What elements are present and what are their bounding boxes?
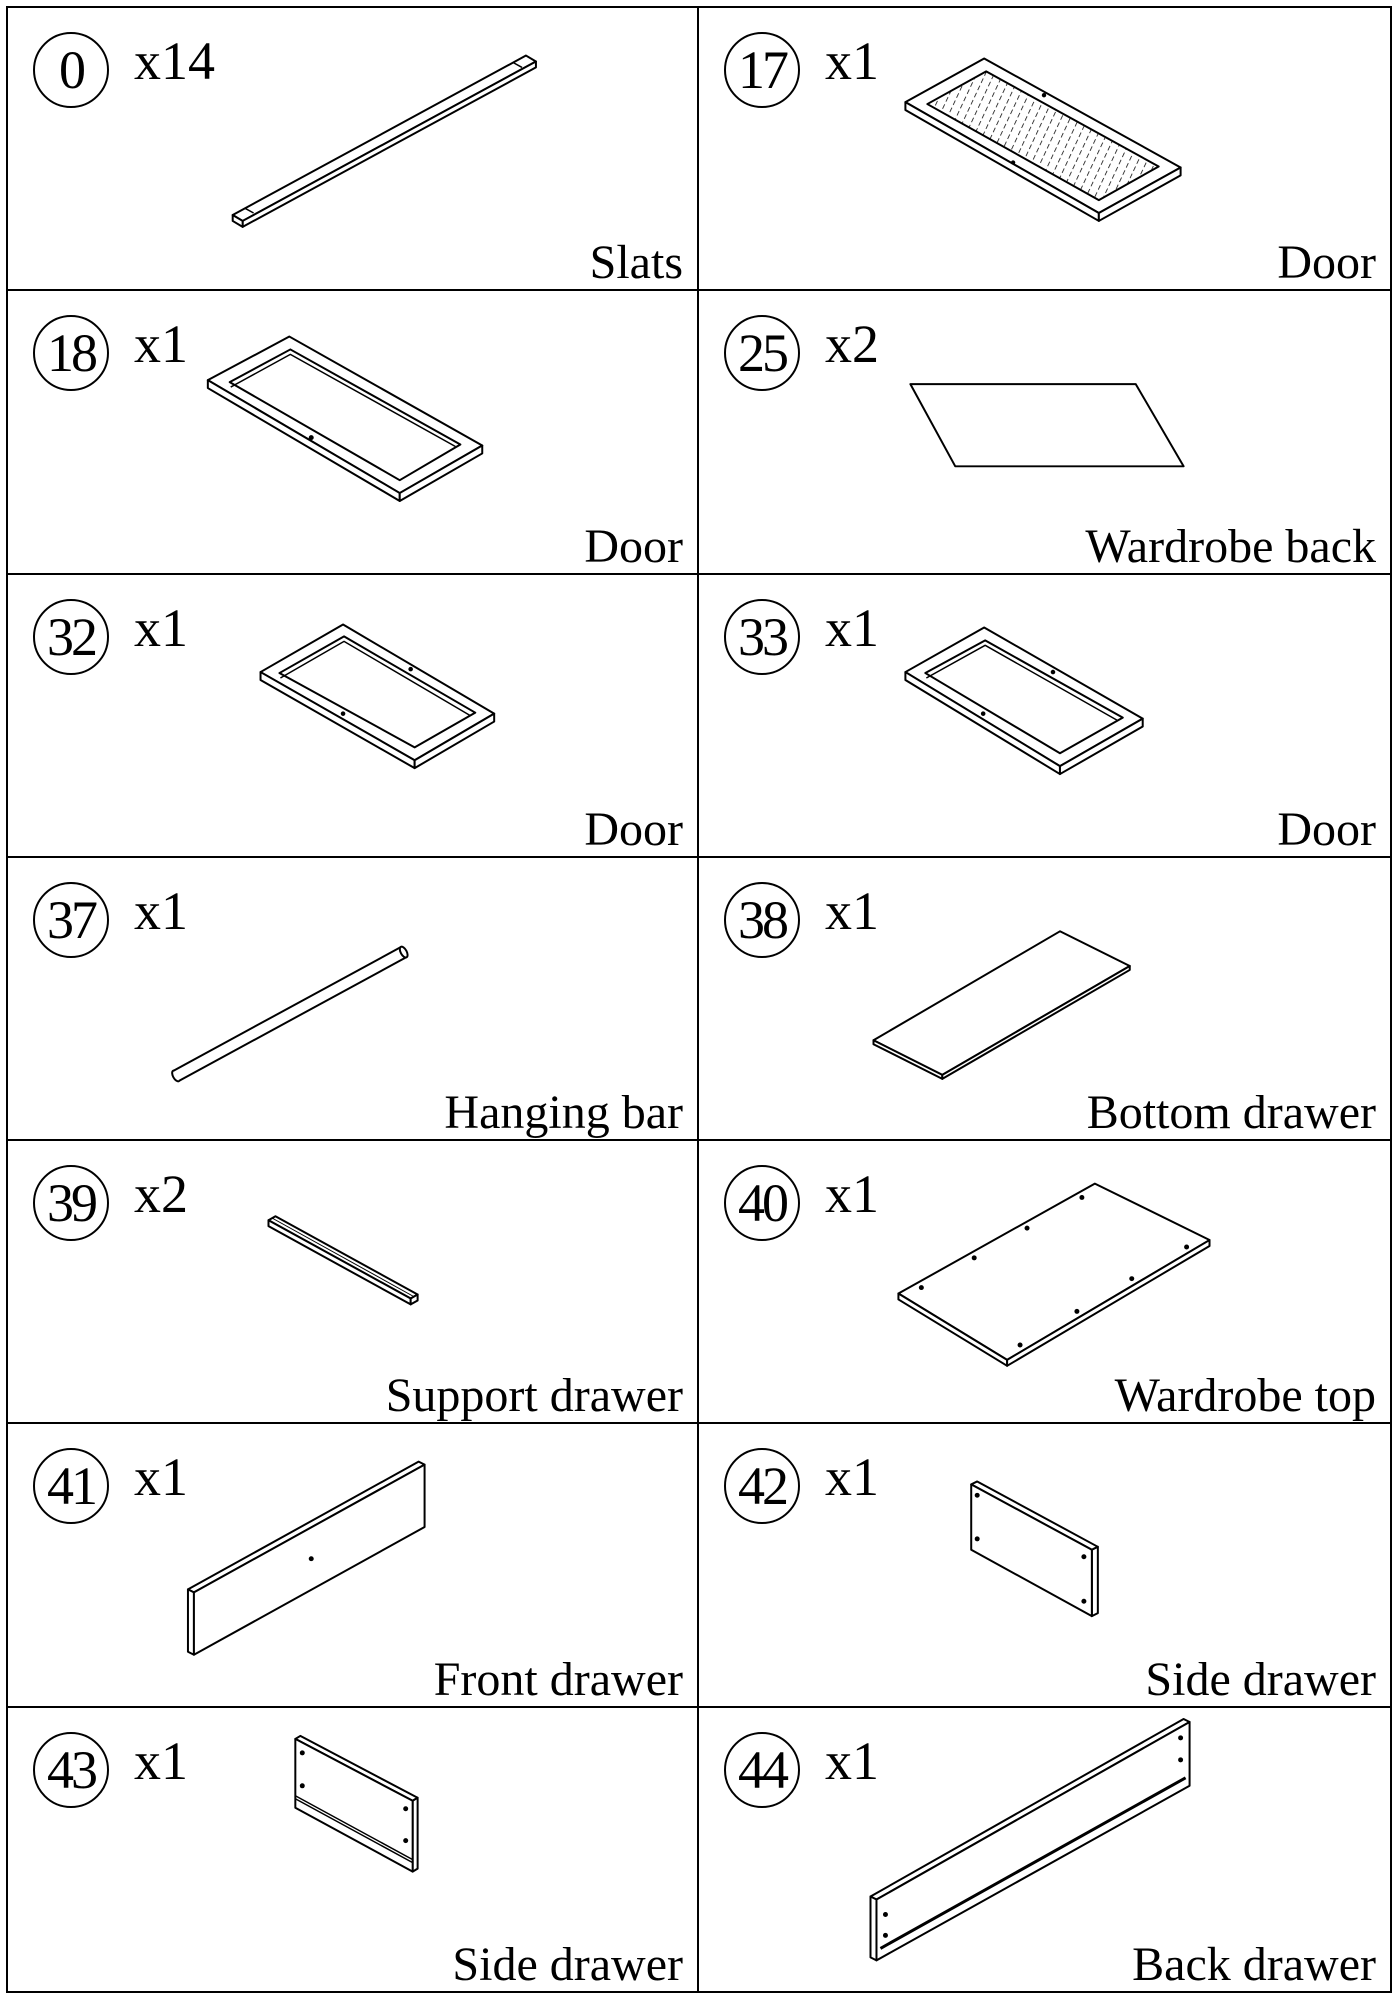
part-label: Wardrobe top [1114,1369,1376,1423]
part-number-badge: 40 [724,1165,800,1242]
part-number-badge: 0 [33,32,109,108]
side-panel-icon [294,1734,419,1873]
part-label: Door [584,802,683,856]
part-quantity: x1 [134,1730,188,1791]
part-cell-18: 18 x1 Door [8,291,699,575]
slat-icon [231,54,537,228]
part-label: Door [1277,236,1376,290]
part-quantity: x1 [825,880,879,941]
part-number-badge: 33 [724,598,800,675]
part-number-badge: 38 [724,881,800,958]
sheet-panel-icon [909,383,1185,468]
part-number: 40 [738,1173,789,1234]
door-frame-icon [259,623,496,769]
part-cell-25: 25 x2 Wardrobe back [699,291,1390,575]
part-number: 41 [47,1456,98,1517]
part-quantity: x1 [134,314,188,375]
part-number: 32 [47,606,98,667]
part-quantity: x1 [825,1164,879,1225]
part-cell-42: 42 x1 Side drawer [699,1424,1390,1708]
part-number-badge: 37 [33,881,109,958]
door-frame-icon [904,626,1144,775]
front-panel-icon [186,1461,426,1657]
part-number: 18 [47,323,98,384]
part-number: 42 [738,1456,789,1517]
part-quantity: x2 [825,314,879,375]
part-number-badge: 17 [724,32,800,108]
part-number-badge: 25 [724,315,800,392]
part-number: 38 [738,889,789,950]
part-number: 17 [738,40,789,100]
part-cell-43: 43 x1 Side drawer [8,1707,699,1991]
part-cell-17: 17 x1 Door [699,8,1390,292]
part-number: 33 [738,606,789,667]
part-quantity: x1 [134,1447,188,1508]
side-panel-icon [970,1480,1099,1618]
part-cell-0: 0 x14 Slats [8,8,699,292]
part-cell-40: 40 x1 Wardrobe top [699,1141,1390,1425]
part-number: 37 [47,889,98,950]
part-number: 25 [738,323,789,384]
part-label: Front drawer [433,1652,683,1706]
part-quantity: x1 [825,597,879,658]
thin-panel-icon [872,930,1131,1080]
parts-list-sheet: 0 x14 Slats 17 x1 Door [6,6,1392,1993]
part-cell-38: 38 x1 Bottom drawer [699,858,1390,1142]
part-label: Back drawer [1132,1937,1376,1991]
part-number-badge: 39 [33,1165,109,1242]
part-quantity: x14 [134,31,215,91]
part-number: 43 [47,1739,98,1800]
part-label: Side drawer [452,1937,683,1991]
rod-icon [171,945,409,1083]
part-number-badge: 43 [33,1731,109,1808]
door-frame-icon [206,335,484,503]
part-quantity: x1 [825,1447,879,1508]
part-label: Side drawer [1145,1652,1376,1706]
part-number-badge: 18 [33,315,109,392]
part-cell-44: 44 x1 Back drawer [699,1708,1390,1991]
part-number: 0 [59,40,86,100]
part-quantity: x1 [134,880,188,941]
part-number-badge: 41 [33,1448,109,1525]
part-label: Support drawer [385,1369,683,1423]
part-label: Door [1277,802,1376,856]
part-label: Door [584,519,683,573]
part-number-badge: 42 [724,1448,800,1525]
back-panel-icon [869,1717,1191,1962]
part-number-badge: 32 [33,598,109,675]
rail-icon [267,1215,419,1306]
part-number: 39 [47,1173,98,1234]
part-label: Slats [589,236,683,290]
part-cell-37: 37 x1 Hanging bar [8,857,699,1142]
board-with-holes-icon [897,1182,1211,1367]
part-quantity: x1 [134,597,188,658]
part-label: Hanging bar [444,1086,683,1140]
part-cell-39: 39 x2 Support drawer [8,1141,699,1425]
part-label: Bottom drawer [1086,1086,1376,1140]
part-quantity: x2 [134,1164,188,1225]
glass-door-icon [904,57,1182,222]
part-quantity: x1 [825,1730,879,1791]
part-cell-32: 32 x1 Door [8,574,699,858]
part-number: 44 [738,1739,789,1800]
part-quantity: x1 [825,31,879,91]
part-label: Wardrobe back [1085,519,1376,573]
part-number-badge: 44 [724,1731,800,1808]
part-cell-41: 41 x1 Front drawer [8,1424,699,1708]
part-cell-33: 33 x1 Door [699,575,1390,858]
